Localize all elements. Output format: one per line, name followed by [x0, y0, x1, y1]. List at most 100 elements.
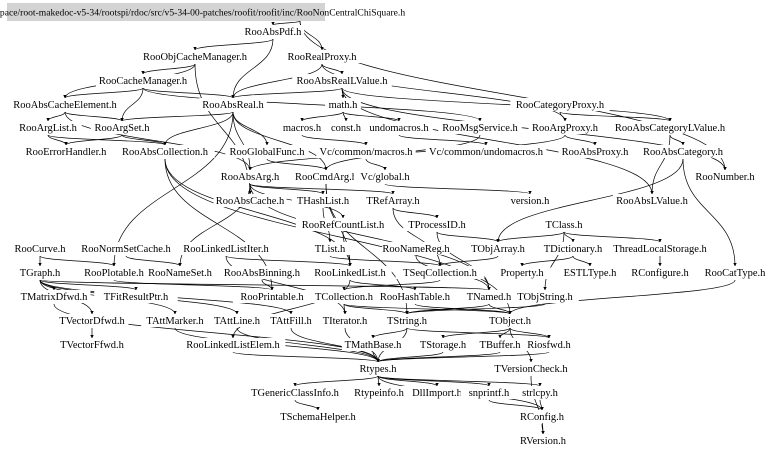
node-rconfig-h[interactable]: RConfig.h [520, 412, 565, 423]
node-tgenericclassinfo-h[interactable]: TGenericClassInfo.h [251, 388, 340, 399]
node-tfitresultptr-h[interactable]: TFitResultPtr.h [104, 292, 169, 303]
node-tstorage-h[interactable]: TStorage.h [420, 340, 467, 351]
edge-ROOT-to-RooNumber-h [299, 20, 727, 171]
node-tobjarray-h[interactable]: TObjArray.h [471, 244, 525, 255]
node-background [55, 338, 129, 351]
node-tobjstring-h[interactable]: TObjString.h [517, 292, 573, 303]
node-roocattype-h[interactable]: RooCatType.h [705, 268, 767, 279]
node-tcollection-h[interactable]: TCollection.h [315, 292, 374, 303]
node-tbuffer-h[interactable]: TBuffer.h [480, 340, 522, 351]
edge-TList-h-to-TSeqCollection-h [329, 255, 442, 267]
node-snprintf-h[interactable]: snprintf.h [469, 388, 510, 399]
node-property-h[interactable]: Property.h [500, 268, 544, 279]
node-tnamed-h[interactable]: TNamed.h [467, 292, 512, 303]
node-undomacros-h[interactable]: undomacros.h [369, 123, 429, 134]
node-tprocessid-h[interactable]: TProcessID.h [408, 220, 466, 231]
node-tschemahelper-h[interactable]: TSchemaHelper.h [280, 412, 356, 423]
node-roocurve-h[interactable]: RooCurve.h [14, 244, 66, 255]
node-vc-common-macros-h[interactable]: Vc/common/macros.h [319, 147, 413, 158]
node-roolinkedlistelem-h[interactable]: RooLinkedListElem.h [186, 340, 280, 351]
node-rooplotable-h[interactable]: RooPlotable.h [84, 268, 145, 279]
node-dllimport-h[interactable]: DllImport.h [412, 388, 463, 399]
node-tmatrixdfwd-h[interactable]: TMatrixDfwd.h [21, 292, 89, 303]
node-rooprintable-h[interactable]: RooPrintable.h [240, 292, 304, 303]
node-tvectorffwd-h[interactable]: TVectorFfwd.h [60, 340, 125, 351]
node-roonamereg-h[interactable]: RooNameReg.h [382, 244, 450, 255]
node-titerator-h[interactable]: TIterator.h [323, 316, 368, 327]
node-tstring-h[interactable]: TString.h [387, 316, 428, 327]
edge-TRefArray-h-to-TProcessID-h [392, 207, 439, 219]
node-roonameset-h[interactable]: RooNameSet.h [148, 268, 213, 279]
node-rooabsreallvalue-h[interactable]: RooAbsRealLValue.h [297, 76, 389, 87]
node-thashlist-h[interactable]: THashList.h [297, 196, 350, 207]
node-tgraph-h[interactable]: TGraph.h [20, 268, 61, 279]
edge-RooLinkedList-h-to-RooHashTable-h [349, 279, 417, 291]
node-rversion-h[interactable]: RVersion.h [520, 436, 567, 447]
node-roorefcountlist-h[interactable]: RooRefCountList.h [302, 220, 385, 231]
node-background [493, 266, 551, 279]
node-rooabscacheelement-h[interactable]: RooAbsCacheElement.h [13, 100, 117, 111]
node-roocachemanager-h[interactable]: RooCacheManager.h [99, 76, 188, 87]
node-rtypeinfo-h[interactable]: Rtypeinfo.h [354, 388, 405, 399]
node-rconfigure-h[interactable]: RConfigure.h [631, 268, 689, 279]
node-math-h[interactable]: math.h [329, 100, 359, 111]
node-rooargproxy-h[interactable]: RooArgProxy.h [532, 123, 599, 134]
root-node[interactable]: /mnt/vdb/lsf/workspace/root-makedoc-v5-3… [0, 3, 405, 21]
node-rooabsarg-h[interactable]: RooAbsArg.h [221, 172, 280, 183]
node-tattfill-h[interactable]: TAttFill.h [270, 316, 312, 327]
node-tattmarker-h[interactable]: TAttMarker.h [146, 316, 204, 327]
node-rooabscache-h[interactable]: RooAbsCache.h [216, 196, 285, 207]
node-roorealproxy-h[interactable]: RooRealProxy.h [287, 52, 357, 63]
node-roonormsetcache-h[interactable]: RooNormSetCache.h [81, 244, 171, 255]
node-background [241, 25, 305, 38]
node-roomsgservice-h[interactable]: RooMsgService.h [442, 123, 518, 134]
node-rooobjcachemanager-h[interactable]: RooObjCacheManager.h [143, 52, 248, 63]
node-tobject-h[interactable]: TObject.h [489, 316, 532, 327]
node-rooerrorhandler-h[interactable]: RooErrorHandler.h [26, 147, 108, 158]
edge-RooAbsReal-h-to-RooCmdArg-h [232, 111, 328, 171]
edge-TObject-h-to-TStorage-h [441, 327, 511, 339]
node-trefarray-h[interactable]: TRefArray.h [366, 196, 420, 207]
node-roocategoryproxy-h[interactable]: RooCategoryProxy.h [516, 100, 605, 111]
node-rooabslvalue-h[interactable]: RooAbsLValue.h [616, 196, 688, 207]
node-estltype-h[interactable]: ESTLType.h [564, 268, 618, 279]
node-background [325, 121, 367, 134]
node-rooabscategory-h[interactable]: RooAbsCategory.h [643, 147, 724, 158]
node-rtypes-h[interactable]: Rtypes.h [359, 364, 397, 375]
edge-TNamed-h-to-TString-h [405, 303, 490, 315]
node-rooabsbinning-h[interactable]: RooAbsBinning.h [224, 268, 301, 279]
node-strlcpy-h[interactable]: strlcpy.h [522, 388, 559, 399]
node-macros-h[interactable]: macros.h [283, 123, 322, 134]
node-tversioncheck-h[interactable]: TVersionCheck.h [494, 364, 568, 375]
node-roocmdarg-h[interactable]: RooCmdArg.h [295, 172, 358, 183]
node-rooabspdf-h[interactable]: RooAbsPdf.h [245, 27, 303, 38]
node-rooarglist-h[interactable]: RooArgList.h [19, 123, 78, 134]
node-background [382, 242, 450, 255]
node-vc-global-h[interactable]: Vc/global.h [360, 172, 410, 183]
node-rooabsproxy-h[interactable]: RooAbsProxy.h [562, 147, 629, 158]
node-rooglobalfunc-h[interactable]: RooGlobalFunc.h [230, 147, 306, 158]
node-tclass-h[interactable]: TClass.h [545, 220, 583, 231]
node-tdictionary-h[interactable]: TDictionary.h [544, 244, 603, 255]
node-roohashtable-h[interactable]: RooHashTable.h [380, 292, 451, 303]
node-tlist-h[interactable]: TList.h [315, 244, 346, 255]
node-tmathbase-h[interactable]: TMathBase.h [345, 340, 403, 351]
node-vc-common-undomacros-h[interactable]: Vc/common/undomacros.h [429, 147, 544, 158]
node-const-h[interactable]: const.h [331, 123, 362, 134]
node-rooabscategorylvalue-h[interactable]: RooAbsCategoryLValue.h [615, 123, 726, 134]
node-threadlocalstorage-h[interactable]: ThreadLocalStorage.h [613, 244, 707, 255]
node-roolinkedlistiter-h[interactable]: RooLinkedListIter.h [183, 244, 269, 255]
edge-RooCatType-h-to-TObject-h [508, 279, 736, 315]
node-rooargset-h[interactable]: RooArgSet.h [95, 123, 151, 134]
node-version-h[interactable]: version.h [511, 196, 551, 207]
node-rooabsreal-h[interactable]: RooAbsReal.h [202, 100, 264, 111]
node-tattline-h[interactable]: TAttLine.h [214, 316, 261, 327]
node-roolinkedlist-h[interactable]: RooLinkedList.h [314, 268, 386, 279]
node-background [612, 194, 692, 207]
node-rooabscollection-h[interactable]: RooAbsCollection.h [122, 147, 209, 158]
node-tseqcollection-h[interactable]: TSeqCollection.h [403, 268, 478, 279]
edge-TObject-h-to-Riosfwd-h [509, 327, 551, 339]
node-tvectordfwd-h[interactable]: TVectorDfwd.h [59, 316, 125, 327]
node-roonumber-h[interactable]: RooNumber.h [695, 172, 755, 183]
node-riosfwd-h[interactable]: Riosfwd.h [527, 340, 571, 351]
